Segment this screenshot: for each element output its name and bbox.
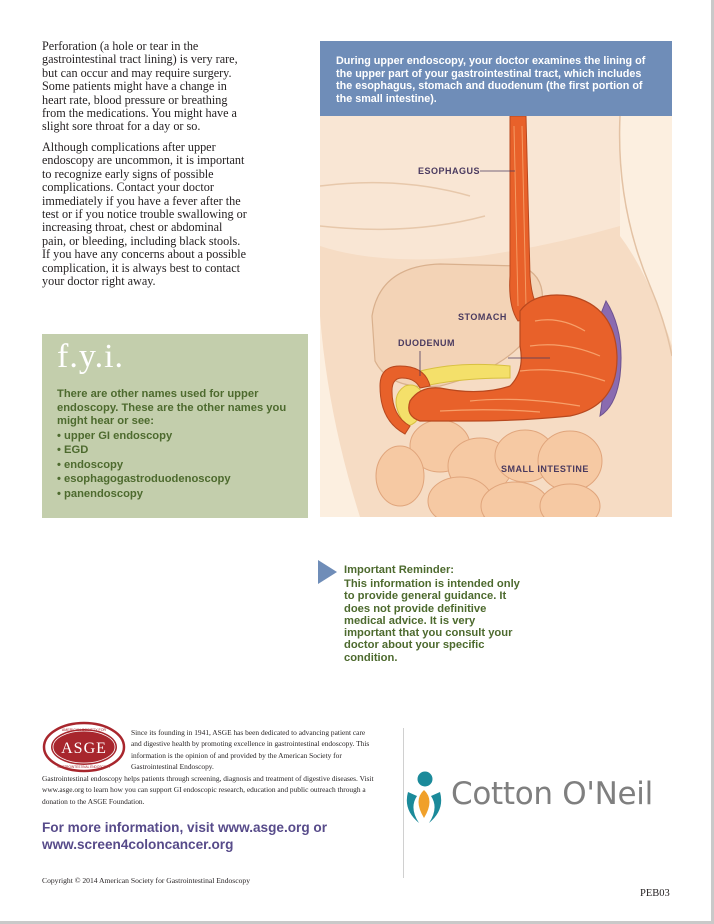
- perforation-paragraph: Perforation (a hole or tear in the gastr…: [42, 39, 238, 134]
- esophagus-label: ESOPHAGUS: [418, 166, 481, 176]
- copyright: Copyright © 2014 American Society for Ga…: [42, 876, 251, 885]
- complications-paragraph: Although complications after upper endos…: [42, 140, 247, 289]
- fyi-list: upper GI endoscopy EGD endoscopy esophag…: [57, 429, 231, 501]
- anatomy-figure: During upper endoscopy, your doctor exam…: [320, 41, 672, 517]
- stomach-label: STOMACH: [458, 312, 507, 322]
- asge-about-text: Since its founding in 1941, ASGE has bee…: [131, 728, 370, 771]
- more-info-line-2: www.screen4coloncancer.org: [42, 836, 234, 852]
- fyi-intro: There are other names used for upper end…: [57, 388, 287, 428]
- fyi-box: f.y.i. There are other names used for up…: [42, 334, 308, 518]
- svg-text:ASGE: ASGE: [61, 740, 107, 757]
- more-info: For more information, visit www.asge.org…: [42, 820, 327, 853]
- reminder-title: Important Reminder:: [344, 564, 455, 576]
- reminder-body: This information is intended only to pro…: [344, 578, 520, 664]
- svg-text:AMERICAN SOCIETY FOR: AMERICAN SOCIETY FOR: [62, 728, 107, 732]
- figure-caption: During upper endoscopy, your doctor exam…: [320, 41, 672, 116]
- svg-text:GASTROINTESTINAL ENDOSCOPY: GASTROINTESTINAL ENDOSCOPY: [57, 765, 111, 769]
- list-item: esophagogastroduodenoscopy: [57, 472, 231, 486]
- asge-support-text: Gastrointestinal endoscopy helps patient…: [42, 774, 374, 806]
- digestive-tract-illustration: [320, 116, 672, 517]
- divider: [403, 728, 404, 878]
- list-item: EGD: [57, 443, 231, 457]
- list-item: endoscopy: [57, 458, 231, 472]
- triangle-arrow-icon: [318, 560, 337, 584]
- cotton-oneil-logo-icon: [406, 771, 442, 823]
- list-item: upper GI endoscopy: [57, 429, 231, 443]
- asge-seal-logo: ASGE AMERICAN SOCIETY FOR GASTROINTESTIN…: [42, 721, 126, 773]
- small-intestine-label: SMALL INTESTINE: [501, 464, 589, 474]
- more-info-line-1: For more information, visit www.asge.org…: [42, 820, 328, 835]
- document-code: PEB03: [640, 888, 670, 899]
- list-item: panendoscopy: [57, 487, 231, 501]
- cotton-oneil-logo-text: Cotton O'Neil: [451, 776, 653, 812]
- duodenum-label: DUODENUM: [398, 338, 455, 348]
- fyi-title: f.y.i.: [57, 338, 125, 375]
